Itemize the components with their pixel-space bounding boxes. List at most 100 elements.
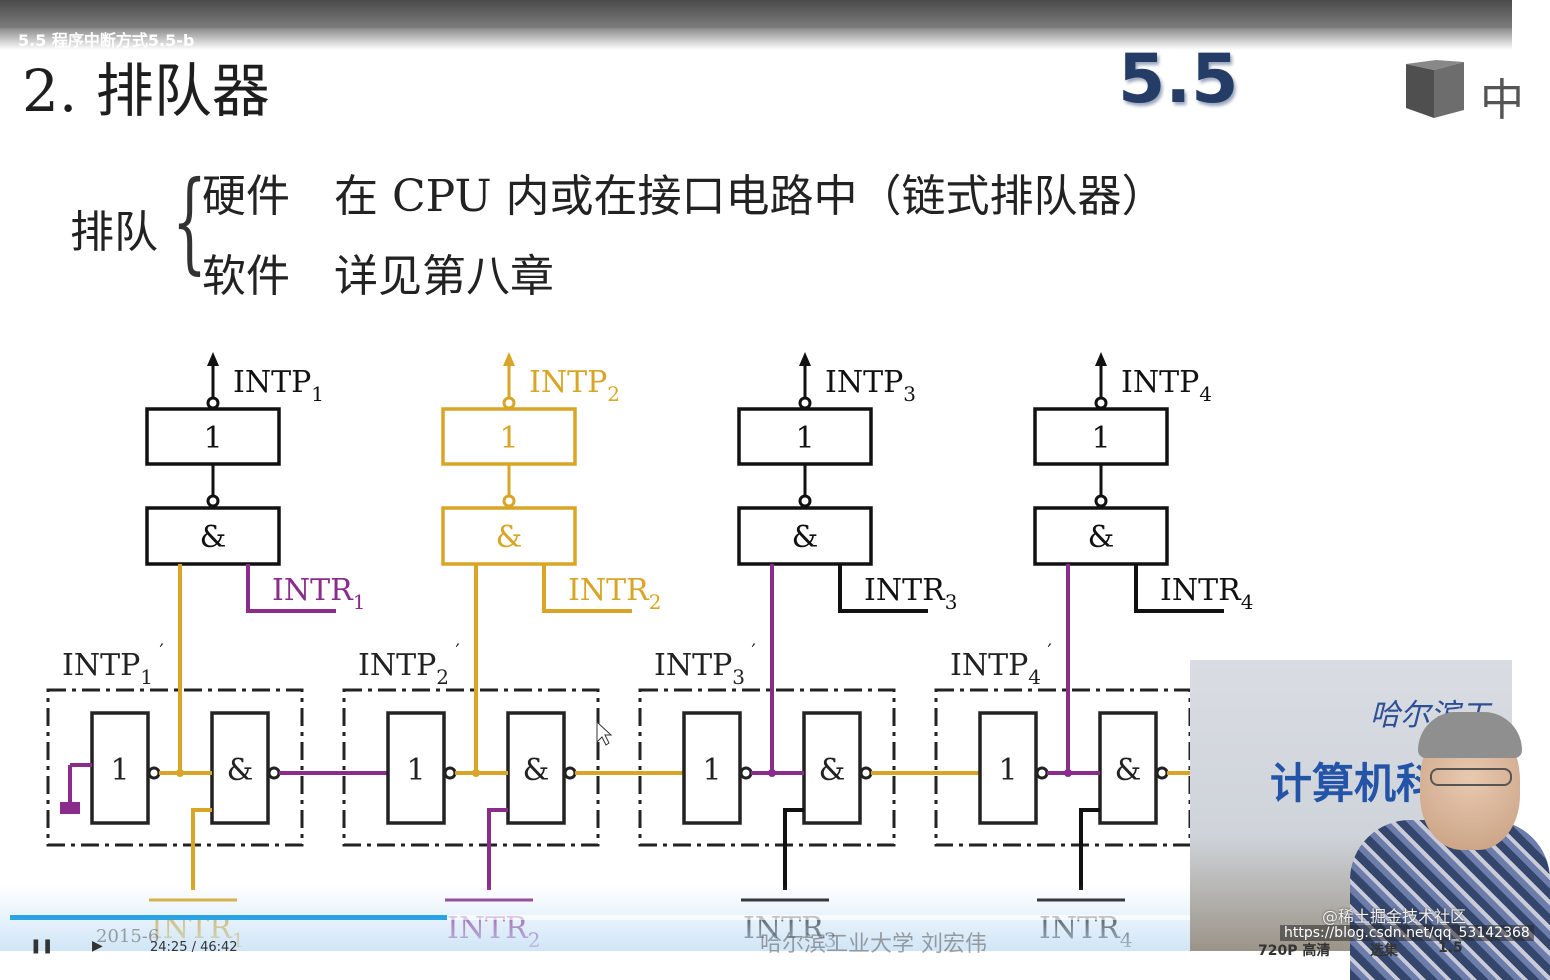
inverter-bubble xyxy=(859,766,873,780)
junction-dot xyxy=(768,769,776,777)
intr-label: INTR4 xyxy=(1160,573,1253,614)
inverter-bubble xyxy=(206,396,220,410)
video-top-fade xyxy=(0,28,1512,50)
row-text: 在 CPU 内或在接口电路中（链式排队器） xyxy=(334,171,1166,222)
junction-dot xyxy=(176,769,184,777)
intp-label: INTP2 xyxy=(529,365,620,406)
glasses-icon xyxy=(1430,768,1512,786)
footer-fragment: 哈尔滨工业大学 刘宏伟 xyxy=(760,932,987,957)
logo-text: 中 xyxy=(1480,75,1524,126)
source-url: https://blog.csdn.net/qq_53142368 xyxy=(1280,925,1534,941)
interface-box xyxy=(46,688,304,847)
arrow-up-icon xyxy=(799,352,811,366)
or-gate-label: 1 xyxy=(203,421,222,456)
inverter-bubble xyxy=(798,494,812,508)
speed-button[interactable]: 1.5 xyxy=(1438,940,1463,956)
intp-prime-label: INTP2 ′ xyxy=(358,639,460,689)
and-gate xyxy=(210,711,270,825)
or-gate xyxy=(90,711,150,825)
and-gate-label: & xyxy=(1115,753,1142,788)
and-gate-label: & xyxy=(227,753,254,788)
and-gate xyxy=(441,506,577,566)
intr-label: INTR1 xyxy=(272,573,365,614)
slide-heading: 2. 排队器 xyxy=(22,57,270,125)
quality-button[interactable]: 720P 高清 xyxy=(1258,943,1331,959)
junction-dot xyxy=(1064,769,1072,777)
and-gate xyxy=(506,711,566,825)
or-gate-label: 1 xyxy=(702,753,721,788)
watermark: @稀土掘金技术社区 xyxy=(1322,907,1467,926)
ground-icon xyxy=(60,802,80,814)
video-progress-fill xyxy=(10,915,447,920)
and-gate-label: & xyxy=(496,520,523,555)
interface-box xyxy=(638,688,896,847)
or-gate xyxy=(386,711,446,825)
inverter-bubble xyxy=(739,766,753,780)
row-text: 详见第八章 xyxy=(334,251,554,302)
intp-label: INTP3 xyxy=(825,365,916,406)
intp-prime-label: INTP3 ′ xyxy=(654,639,756,689)
mouse-cursor-icon xyxy=(596,720,613,746)
presenter-hair xyxy=(1418,712,1522,758)
video-top-bar xyxy=(0,0,1512,28)
inverter-bubble xyxy=(502,396,516,410)
inverter-bubble xyxy=(206,494,220,508)
and-gate-label: & xyxy=(1088,520,1115,555)
and-gate xyxy=(1033,506,1169,566)
presenter-video: 哈尔滨工 计算机科 xyxy=(1190,660,1550,980)
intp-prime-label: INTP1 ′ xyxy=(62,639,164,689)
or-gate-label: 1 xyxy=(795,421,814,456)
inverter-bubble xyxy=(443,766,457,780)
intp-label: INTP4 xyxy=(1121,365,1212,406)
inverter-bubble xyxy=(1035,766,1049,780)
time-display: 24:25 / 46:42 xyxy=(150,940,238,955)
brace-icon: { xyxy=(172,157,207,285)
and-gate xyxy=(145,506,281,566)
row-hardware: 硬件在 CPU 内或在接口电路中（链式排队器） xyxy=(202,160,1166,224)
episodes-button[interactable]: 选集 xyxy=(1370,943,1398,959)
and-gate xyxy=(1098,711,1158,825)
intp-label: INTP1 xyxy=(233,365,324,406)
arrow-up-icon xyxy=(1095,352,1107,366)
inverter-bubble xyxy=(1094,396,1108,410)
intp-prime-label: INTP4 ′ xyxy=(950,639,1052,689)
or-gate-label: 1 xyxy=(406,753,425,788)
next-icon[interactable]: ▶ xyxy=(92,938,103,954)
and-gate-label: & xyxy=(819,753,846,788)
interface-box xyxy=(342,688,600,847)
row-software: 软件详见第八章 xyxy=(202,240,554,304)
inverter-bubble xyxy=(798,396,812,410)
row-kind: 硬件 xyxy=(202,171,290,222)
and-gate xyxy=(802,711,862,825)
inverter-bubble xyxy=(147,766,161,780)
course-logo-icon xyxy=(1406,60,1464,118)
and-gate-label: & xyxy=(792,520,819,555)
arrow-up-icon xyxy=(207,352,219,366)
video-title: 5.5 程序中断方式5.5-b xyxy=(18,31,195,50)
junction-dot xyxy=(472,769,480,777)
inverter-bubble xyxy=(1094,494,1108,508)
or-gate-label: 1 xyxy=(110,753,129,788)
queue-label: 排队 xyxy=(70,207,158,258)
video-progress-bar[interactable] xyxy=(10,915,1190,920)
date-fragment: 2015-6 xyxy=(96,926,160,947)
or-gate-label: 1 xyxy=(1091,421,1110,456)
or-gate xyxy=(1033,407,1169,466)
section-number: 5.5 xyxy=(1118,40,1239,119)
inverter-bubble xyxy=(1155,766,1169,780)
inverter-bubble xyxy=(267,766,281,780)
arrow-up-icon xyxy=(503,352,515,366)
intr-label: INTR2 xyxy=(568,573,661,614)
inverter-bubble xyxy=(502,494,516,508)
and-gate-label: & xyxy=(200,520,227,555)
presenter-sign-main: 计算机科 xyxy=(1270,759,1439,808)
intr-label: INTR3 xyxy=(864,573,957,614)
row-kind: 软件 xyxy=(202,251,290,302)
inverter-bubble xyxy=(563,766,577,780)
or-gate-label: 1 xyxy=(499,421,518,456)
and-gate xyxy=(737,506,873,566)
or-gate-label: 1 xyxy=(998,753,1017,788)
pause-icon[interactable]: ❚❚ xyxy=(30,938,54,954)
and-gate-label: & xyxy=(523,753,550,788)
